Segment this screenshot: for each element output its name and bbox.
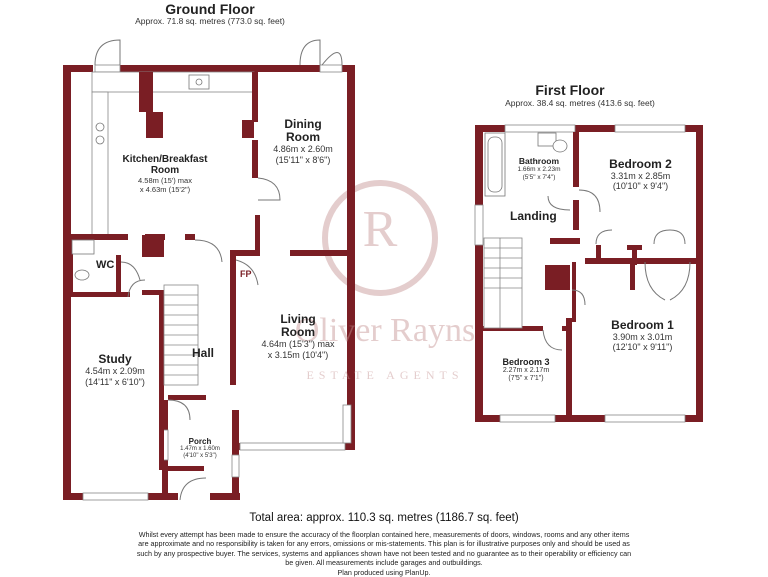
ground-floor-area: Approx. 71.8 sq. metres (773.0 sq. feet) [135,16,285,26]
porch-dim-2: (4'10" x 5'3") [183,453,217,459]
ground-north-wall-left [63,65,93,72]
disclaimer-line-3: such by any prospective buyer. The servi… [136,548,632,558]
disclaimer: Whilst every attempt has been made to en… [70,530,698,577]
bedroom2-name: Bedroom 2 [609,157,672,171]
disclaimer-line-4: be given. All measurements include garag… [285,558,483,568]
room-bedroom-2: Bedroom 2 3.31m x 2.85m (10'10" x 9'4") [588,157,693,192]
room-porch: Porch 1.47m x 1.60m (4'10" x 5'3") [168,437,232,460]
room-bedroom-3: Bedroom 3 2.27m x 2.17m (7'5" x 7'1") [487,357,565,383]
bedroom2-dim-1: 3.31m x 2.85m [610,171,671,181]
room-study: Study 4.54m x 2.09m (14'11" x 6'10") [72,353,158,388]
kitchen-dim-1: 4.58m (15') max [138,176,192,185]
ground-floor-title: Ground Floor [165,1,255,17]
disclaimer-line-5: Plan produced using PlanUp. [337,567,431,577]
kitchen-dim-2: x 4.63m (15'2") [139,185,191,194]
bedroom2-dim-2: (10'10" x 9'4") [612,181,669,191]
room-kitchen: Kitchen/Breakfast Room 4.58m (15') max x… [100,154,230,194]
ground-north-wall-mid [120,65,320,72]
bathroom-dim-1: 1.66m x 2.23m [517,166,561,173]
study-dim-1: 4.54m x 2.09m [85,366,145,376]
room-dining: Dining Room 4.86m x 2.60m (15'11" x 8'6"… [258,118,348,166]
bedroom1-name: Bedroom 1 [611,318,674,332]
dining-name-1: Dining [284,117,322,131]
ground-south-wall-study-l [63,493,83,500]
room-hall: Hall [192,346,215,360]
kitchen-name-1: Kitchen/Breakfast [122,154,208,165]
fireplace-label: FP [240,269,252,279]
dining-dim-2: (15'11" x 8'6") [275,155,331,165]
room-landing: Landing [510,209,557,223]
first-west-wall [475,125,483,422]
porch-dim-1: 1.47m x 1.60m [180,446,220,452]
disclaimer-line-1: Whilst every attempt has been made to en… [138,530,630,539]
first-floor-title: First Floor [535,82,605,98]
dining-name-2: Room [286,130,320,144]
disclaimer-line-2: are approximate and no responsibility is… [138,539,630,549]
living-name-2: Room [281,325,315,339]
bedroom3-dim-2: (7'5" x 7'1") [508,375,544,382]
kitchen-name-2: Room [150,165,180,176]
ground-south-wall-porch [210,493,240,500]
watermark-name: Oliver Rayns [294,312,476,349]
watermark-logo [322,180,438,296]
watermark-tagline: ESTATE AGENTS [306,368,464,382]
bedroom3-dim-1: 2.27m x 2.17m [502,367,550,374]
bedroom3-name: Bedroom 3 [502,357,550,367]
room-living: Living Room 4.64m (15'3") max x 3.15m (1… [248,313,348,361]
bathroom-dim-2: (5'5" x 7'4") [522,173,556,181]
room-bedroom-1: Bedroom 1 3.90m x 3.01m (12'10" x 9'11") [590,318,695,353]
bedroom1-dim-1: 3.90m x 3.01m [612,332,673,342]
first-east-wall [696,125,703,422]
porch-name: Porch [188,437,212,446]
study-dim-2: (14'11" x 6'10") [85,377,145,387]
ground-east-wall [347,65,355,450]
room-wc: WC [96,259,115,271]
living-dim-1: 4.64m (15'3") max [261,339,335,349]
dining-dim-1: 4.86m x 2.60m [273,144,333,154]
ground-west-wall [63,65,71,500]
study-name: Study [98,352,132,366]
watermark-monogram: R [362,201,398,258]
living-name-1: Living [280,312,316,326]
bathroom-name: Bathroom [518,156,560,166]
bedroom1-dim-2: (12'10" x 9'11") [612,342,673,352]
living-dim-2: x 3.15m (10'4") [267,350,329,360]
first-floor-plan [474,124,703,423]
total-area: Total area: approx. 110.3 sq. metres (11… [249,512,519,524]
ground-floor-plan [63,39,355,501]
first-floor-area: Approx. 38.4 sq. metres (413.6 sq. feet) [505,98,655,108]
room-bathroom: Bathroom 1.66m x 2.23m (5'5" x 7'4") [504,157,574,181]
